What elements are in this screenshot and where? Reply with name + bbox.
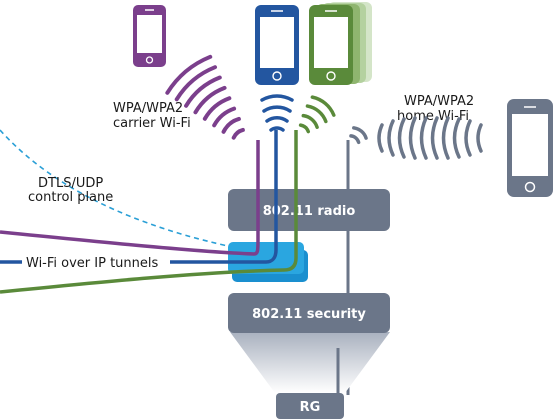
dtls-label-line1: DTLS/UDP	[38, 176, 103, 191]
security-box	[228, 293, 390, 333]
blue-phone-icon	[255, 5, 299, 85]
home-wifi-waves-icon	[377, 116, 483, 160]
green-wifi-waves-icon	[298, 95, 336, 134]
tunnels-label-bg	[22, 253, 170, 271]
radio-box	[228, 189, 390, 231]
tunnels-label: Wi-Fi over IP tunnels	[26, 256, 158, 271]
security-box-label: 802.11 security	[252, 307, 366, 322]
radio-box-label: 802.11 radio	[263, 204, 356, 219]
blue-wifi-waves-icon	[260, 94, 294, 132]
carrier-wifi-label-line2: carrier Wi-Fi	[113, 116, 191, 131]
purple-phone-icon	[133, 5, 166, 67]
home-wifi-label-line1: WPA/WPA2	[404, 94, 474, 109]
purple-tunnel-line	[0, 140, 260, 256]
blue-tunnel-line	[0, 130, 278, 264]
green-phone-stack-icon	[309, 2, 372, 85]
gray-wifi-waves-icon	[349, 126, 368, 145]
security-funnel	[230, 332, 390, 393]
tunnel-endpoint-icon	[228, 242, 308, 282]
dtls-label-line2: control plane	[28, 190, 113, 205]
dtls-control-plane-line	[0, 129, 229, 247]
rg-box	[276, 393, 344, 419]
purple-wifi-waves-icon	[165, 54, 245, 140]
rg-box-label: RG	[300, 400, 321, 415]
gray-phone-icon	[507, 99, 553, 197]
carrier-wifi-label-line1: WPA/WPA2	[113, 101, 183, 116]
green-tunnel-line	[0, 130, 298, 294]
